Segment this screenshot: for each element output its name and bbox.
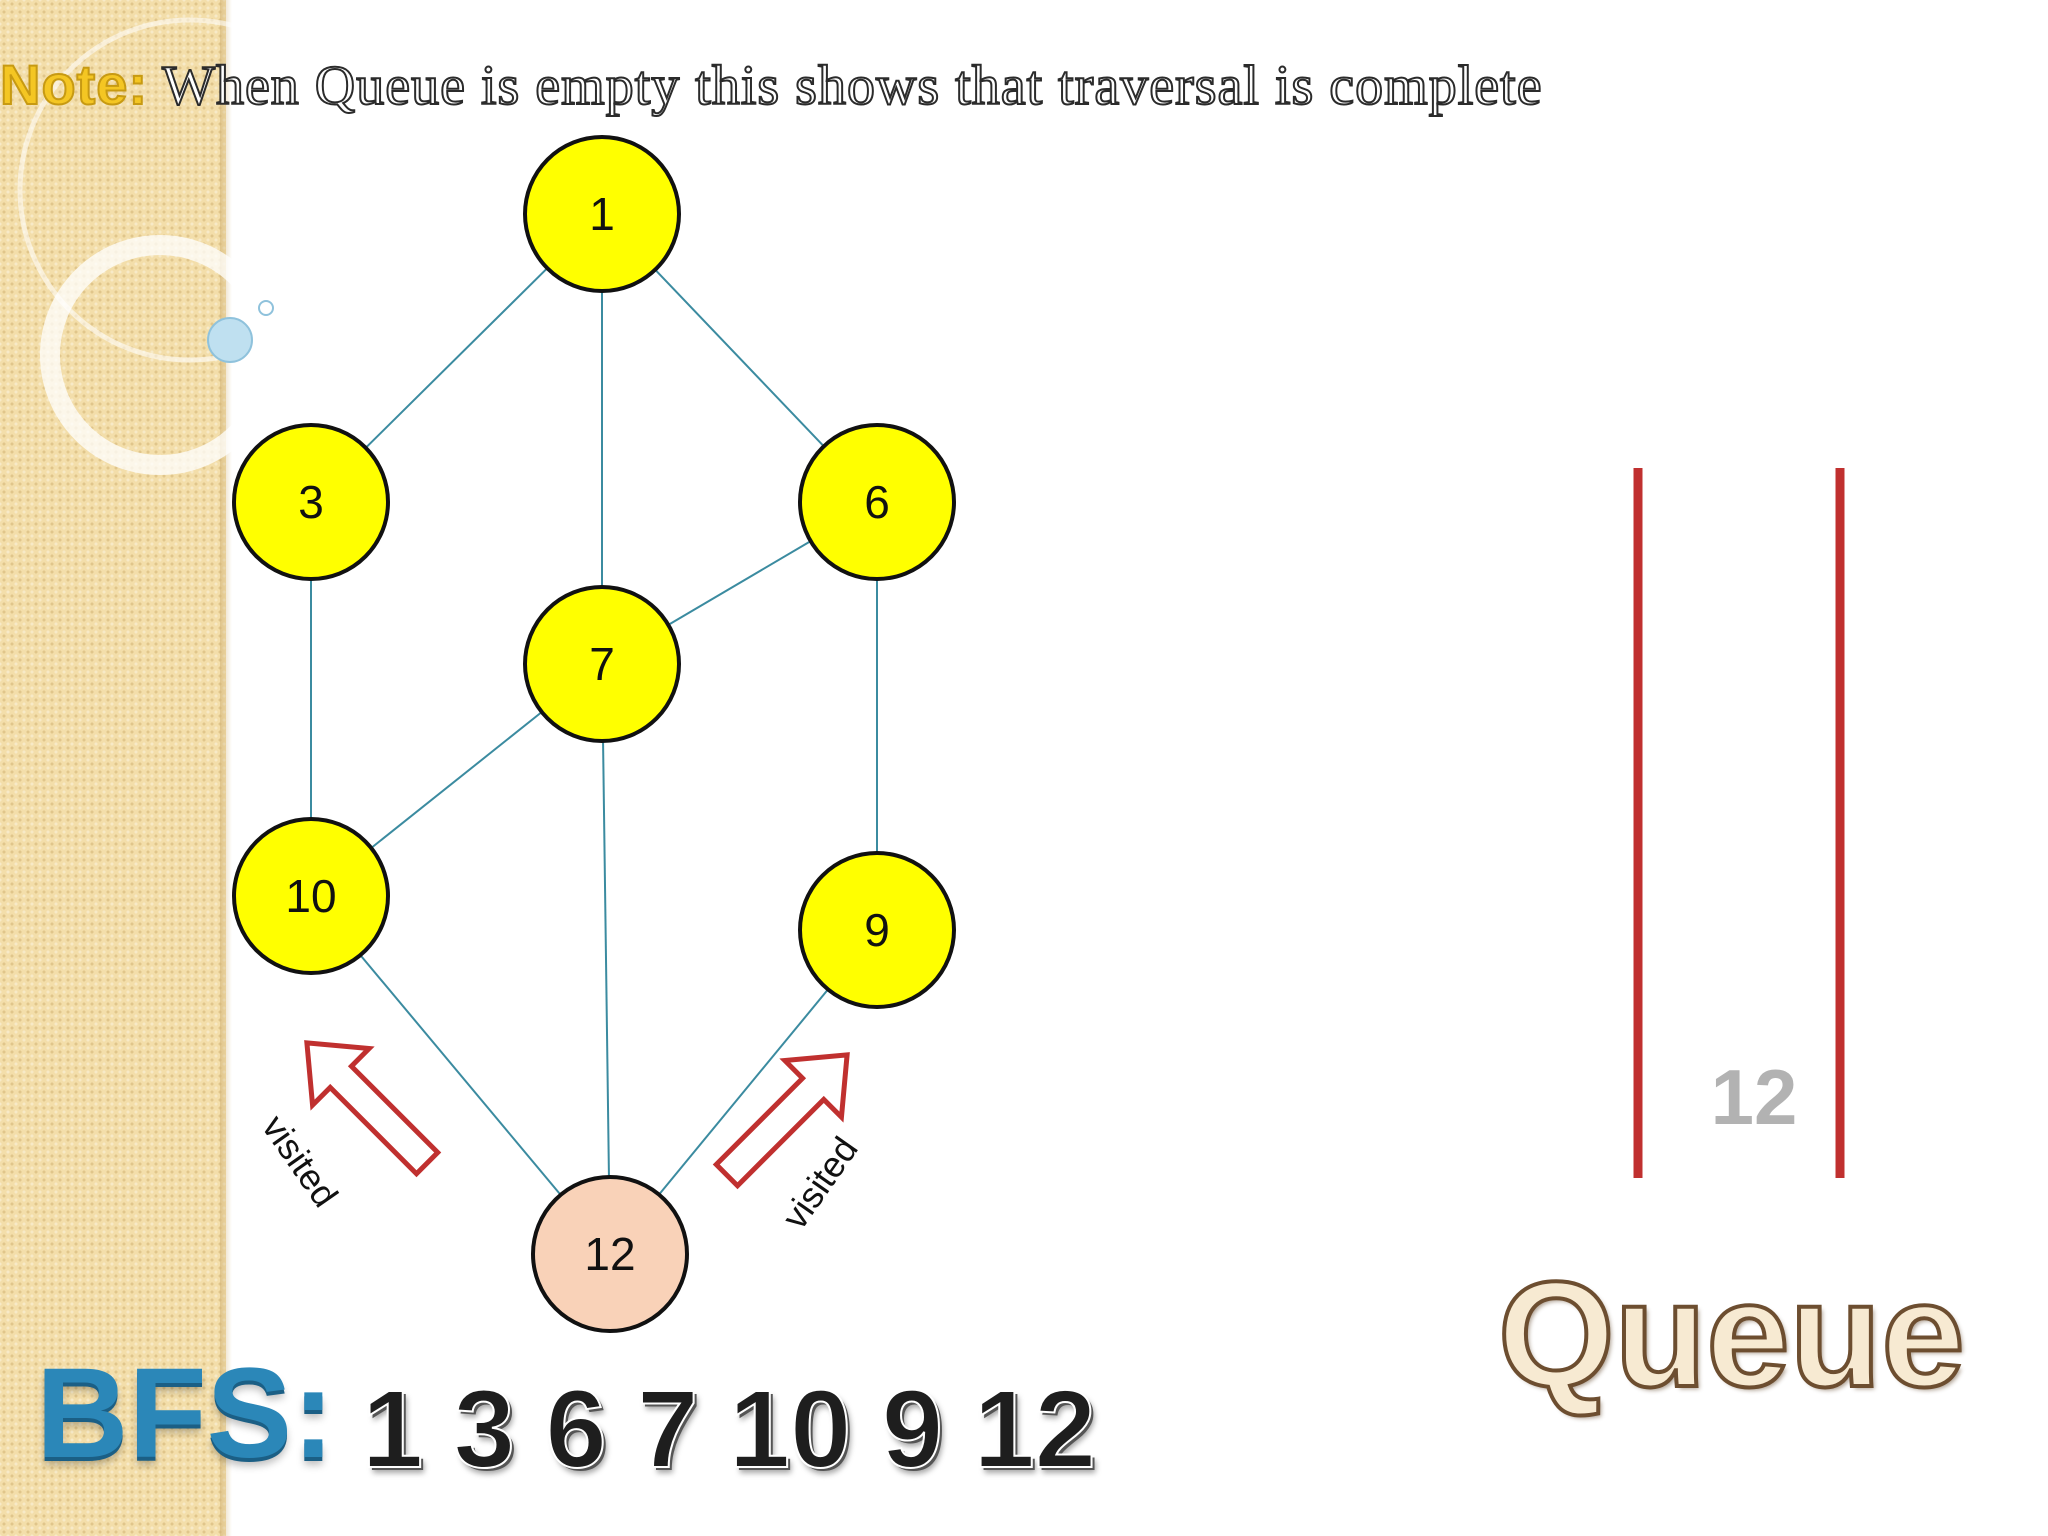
node-group: 1 3 6 7 10 9 12 xyxy=(232,135,956,1333)
bfs-label: BFS: xyxy=(36,1342,335,1485)
node-label: 12 xyxy=(584,1228,635,1280)
node-circle xyxy=(232,423,390,581)
visited-label-9: visited xyxy=(774,1129,866,1236)
node-label: 10 xyxy=(285,870,336,922)
decorative-rings xyxy=(17,17,363,475)
edge-group xyxy=(310,267,878,1196)
note-text: When Queue is empty this shows that trav… xyxy=(148,54,1543,118)
edge-6-7 xyxy=(667,540,812,626)
visited-arrow-9 xyxy=(712,1052,850,1190)
edge-7-10 xyxy=(370,711,543,849)
node-label: 6 xyxy=(864,476,890,528)
graph-node-9: 9 xyxy=(798,851,956,1009)
graph-node-12: 12 xyxy=(531,1175,689,1333)
visited-label-10: visited xyxy=(254,1107,346,1214)
visited-arrow-10 xyxy=(304,1040,442,1178)
note-line: Note: When Queue is empty this shows tha… xyxy=(0,52,1543,118)
node-circle xyxy=(523,585,681,743)
node-label: 7 xyxy=(589,638,615,690)
note-prefix: Note: xyxy=(0,52,149,117)
queue-title: Queue xyxy=(1496,1248,1967,1420)
edge-10-12 xyxy=(359,954,562,1196)
edge-1-6 xyxy=(654,268,825,448)
node-circle xyxy=(523,135,681,293)
arrow-shape xyxy=(712,1052,850,1190)
queue-item: 12 xyxy=(1710,1053,1798,1141)
node-label: 3 xyxy=(298,476,324,528)
small-bubble-icon xyxy=(258,300,274,316)
node-circle xyxy=(798,423,956,581)
bfs-sequence: 1 3 6 7 10 9 12 xyxy=(361,1367,1097,1492)
graph-node-6: 6 xyxy=(798,423,956,581)
graph-node-3: 3 xyxy=(232,423,390,581)
node-circle xyxy=(531,1175,689,1333)
node-label: 9 xyxy=(864,904,890,956)
arrow-shape xyxy=(304,1040,442,1178)
graph-node-7: 7 xyxy=(523,585,681,743)
graph-node-10: 10 xyxy=(232,817,390,975)
edge-7-12 xyxy=(602,740,610,1178)
node-circle xyxy=(798,851,956,1009)
node-circle xyxy=(232,817,390,975)
graph-node-1: 1 xyxy=(523,135,681,293)
node-label: 1 xyxy=(589,188,615,240)
sidebar-edge xyxy=(220,0,232,1536)
edge-1-3 xyxy=(365,267,548,449)
edge-9-12 xyxy=(658,988,829,1196)
bubble-icon xyxy=(207,317,253,363)
